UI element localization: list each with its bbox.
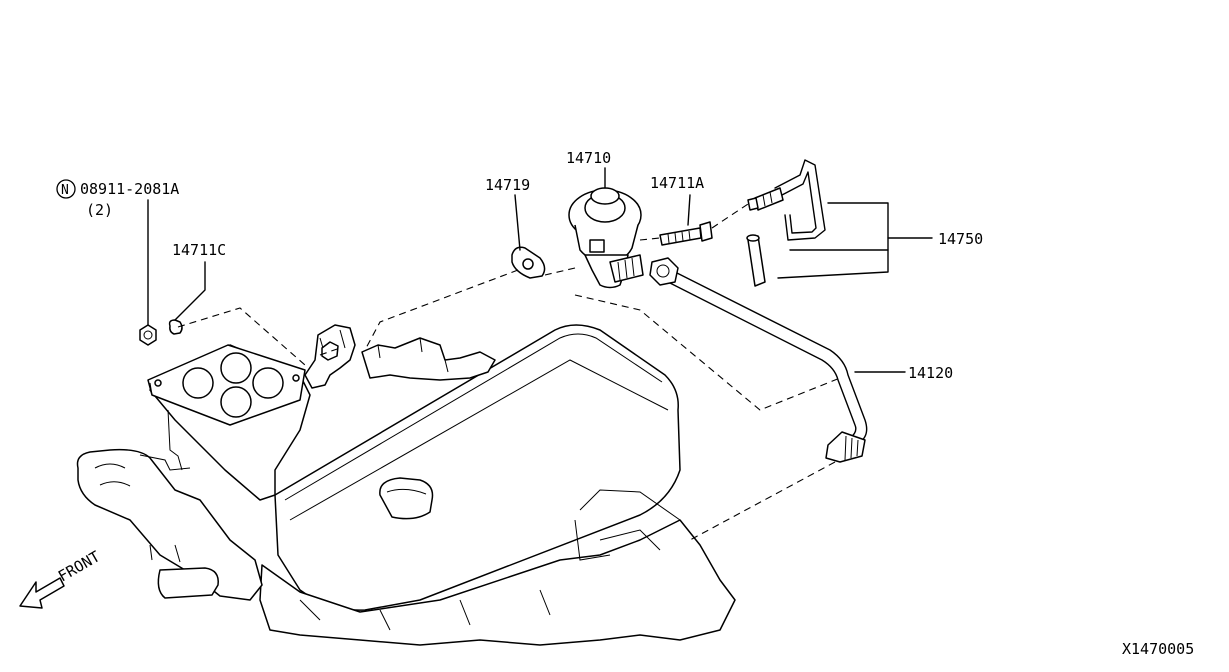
stud [168, 319, 183, 335]
nut [139, 324, 157, 346]
figure-id: X1470005 [1122, 640, 1194, 658]
bolt [659, 221, 713, 246]
label-nut-qty: (2) [86, 201, 113, 219]
front-arrow: FRONT [19, 547, 103, 609]
nut-callout: N 08911-2081A (2) [56, 179, 179, 219]
egr-valve [568, 187, 644, 289]
label-bolt: 14711A [650, 174, 704, 192]
label-vacuum-hose: 14750 [938, 230, 983, 248]
label-egr-tube: 14120 [908, 364, 953, 382]
nut-symbol: N [61, 183, 69, 198]
egr-tube [649, 257, 868, 463]
label-gasket: 14719 [485, 176, 530, 194]
front-label: FRONT [55, 547, 103, 585]
label-nut-code: 08911-2081A [80, 180, 179, 198]
label-stud: 14711C [172, 241, 226, 259]
engine-assembly [76, 324, 736, 646]
assembly-lines [177, 203, 841, 541]
vacuum-hose [746, 159, 826, 287]
leader-lines [147, 167, 933, 373]
gasket [511, 246, 546, 279]
label-egr-valve: 14710 [566, 149, 611, 167]
